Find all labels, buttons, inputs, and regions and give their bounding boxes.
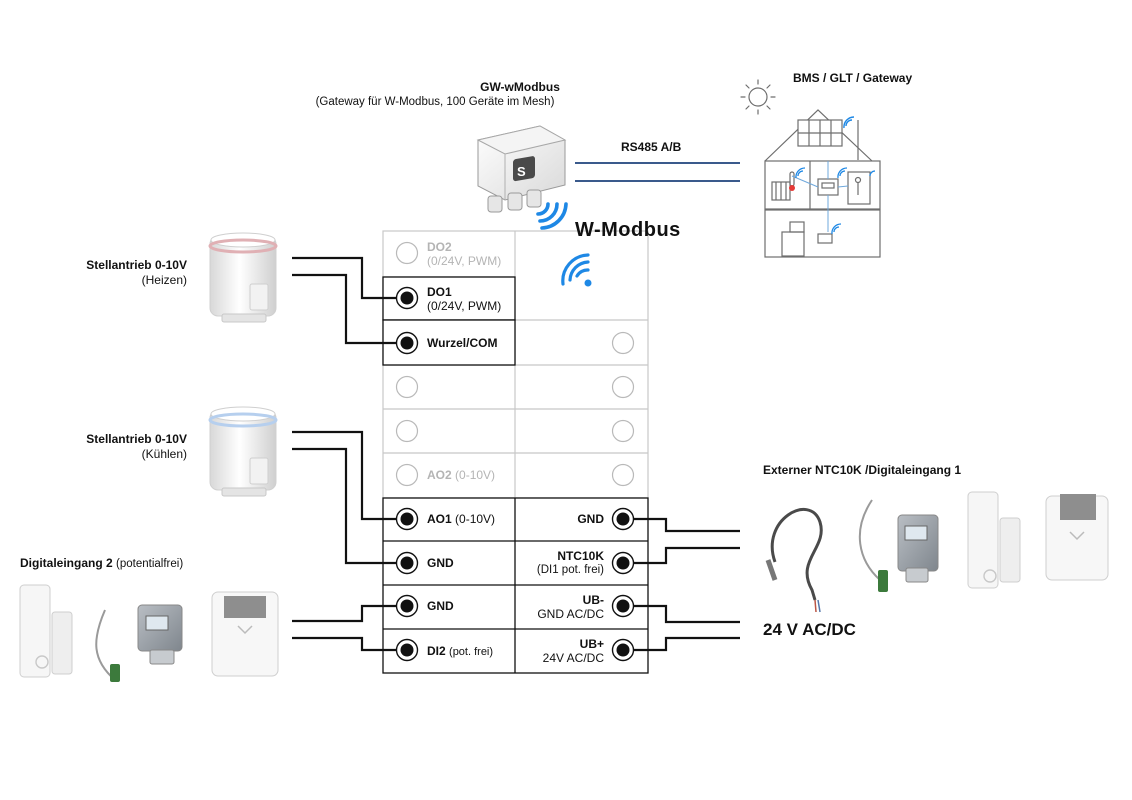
ntc-sensor-housing-image: [858, 499, 939, 592]
terminal-gnd-right: GND: [577, 512, 604, 526]
terminal-di2-sub: (pot. frei): [449, 646, 494, 658]
terminal-ub-minus-name: UB-: [582, 593, 604, 607]
supply-label: 24 V AC/DC: [763, 620, 856, 639]
sensor-housing-image: [95, 604, 183, 682]
keycard-switch-image: [211, 591, 279, 677]
gateway-title: GW-wModbus: [480, 80, 560, 94]
terminal-gnd-left-1: GND: [427, 556, 454, 570]
terminal-do1-name: DO1: [427, 285, 452, 299]
bms-house-icon: [740, 79, 881, 258]
terminal-do2: DO2 (0/24V, PWM): [427, 240, 501, 268]
wireless-signal-icon: [536, 202, 568, 230]
door-contact-image: [19, 584, 73, 678]
di2-label: Digitaleingang 2 (potentialfrei): [20, 556, 183, 572]
gateway-subtitle: (Gateway für W-Modbus, 100 Geräte im Mes…: [315, 96, 555, 108]
ntc-door-contact-image: [967, 491, 1021, 589]
ntc-title: Externer NTC10K /Digitaleingang 1: [763, 463, 962, 477]
terminal-ntc10k-sub: (DI1 pot. frei): [536, 564, 604, 576]
terminal-do2-sub: (0/24V, PWM): [427, 254, 502, 268]
actuator-heat-title: Stellantrieb 0-10V: [86, 258, 187, 272]
terminal-ub-plus-name: UB+: [579, 637, 604, 651]
terminal-do1-sub: (0/24V, PWM): [427, 299, 502, 313]
terminal-ntc10k: NTC10K (DI1 pot. frei): [520, 549, 604, 577]
terminal-di2-name: DI2: [427, 644, 446, 658]
bms-title: BMS / GLT / Gateway: [793, 71, 913, 85]
terminal-ao1: AO1 (0-10V): [427, 512, 495, 526]
terminal-ub-plus: UB+ 24V AC/DC: [520, 637, 604, 665]
terminal-ub-plus-sub: 24V AC/DC: [542, 651, 604, 665]
terminal-ao2: AO2 (0-10V): [427, 468, 495, 482]
terminal-ao2-name: AO2: [427, 468, 452, 482]
terminal-block: [382, 230, 649, 674]
terminal-ao1-name: AO1: [427, 512, 452, 526]
wifi-icon: [561, 253, 592, 287]
terminal-do1: DO1 (0/24V, PWM): [427, 285, 501, 313]
terminal-ub-minus-sub: GND AC/DC: [537, 607, 604, 621]
rs485-label: RS485 A/B: [621, 140, 682, 154]
terminal-ub-minus: UB- GND AC/DC: [520, 593, 604, 621]
actuator-heating-image: [208, 232, 278, 323]
rs485-bus: [575, 162, 740, 182]
actuator-heat-sub: (Heizen): [141, 273, 187, 287]
di2-sub: (potentialfrei): [116, 558, 184, 570]
actuator-cool-sub: (Kühlen): [141, 447, 187, 461]
svg-text:S: S: [517, 164, 526, 179]
gateway-device: S: [476, 125, 567, 213]
terminal-ntc10k-name: NTC10K: [557, 549, 604, 563]
terminal-gnd-left-2: GND: [427, 599, 454, 613]
actuator-cool-title: Stellantrieb 0-10V: [86, 432, 187, 446]
terminal-ao2-sub: (0-10V): [455, 468, 496, 482]
wires: [292, 256, 740, 652]
wmodbus-label: W-Modbus: [575, 219, 681, 241]
ntc-keycard-switch-image: [1045, 494, 1109, 581]
terminal-wurzel: Wurzel/COM: [427, 336, 498, 350]
terminal-di2: DI2 (pot. frei): [427, 644, 493, 659]
terminal-do2-name: DO2: [427, 240, 452, 254]
di2-title: Digitaleingang 2: [20, 556, 113, 570]
ntc-cable-image: [765, 508, 823, 613]
terminal-ao1-sub: (0-10V): [455, 512, 496, 526]
actuator-cooling-image: [208, 406, 278, 497]
